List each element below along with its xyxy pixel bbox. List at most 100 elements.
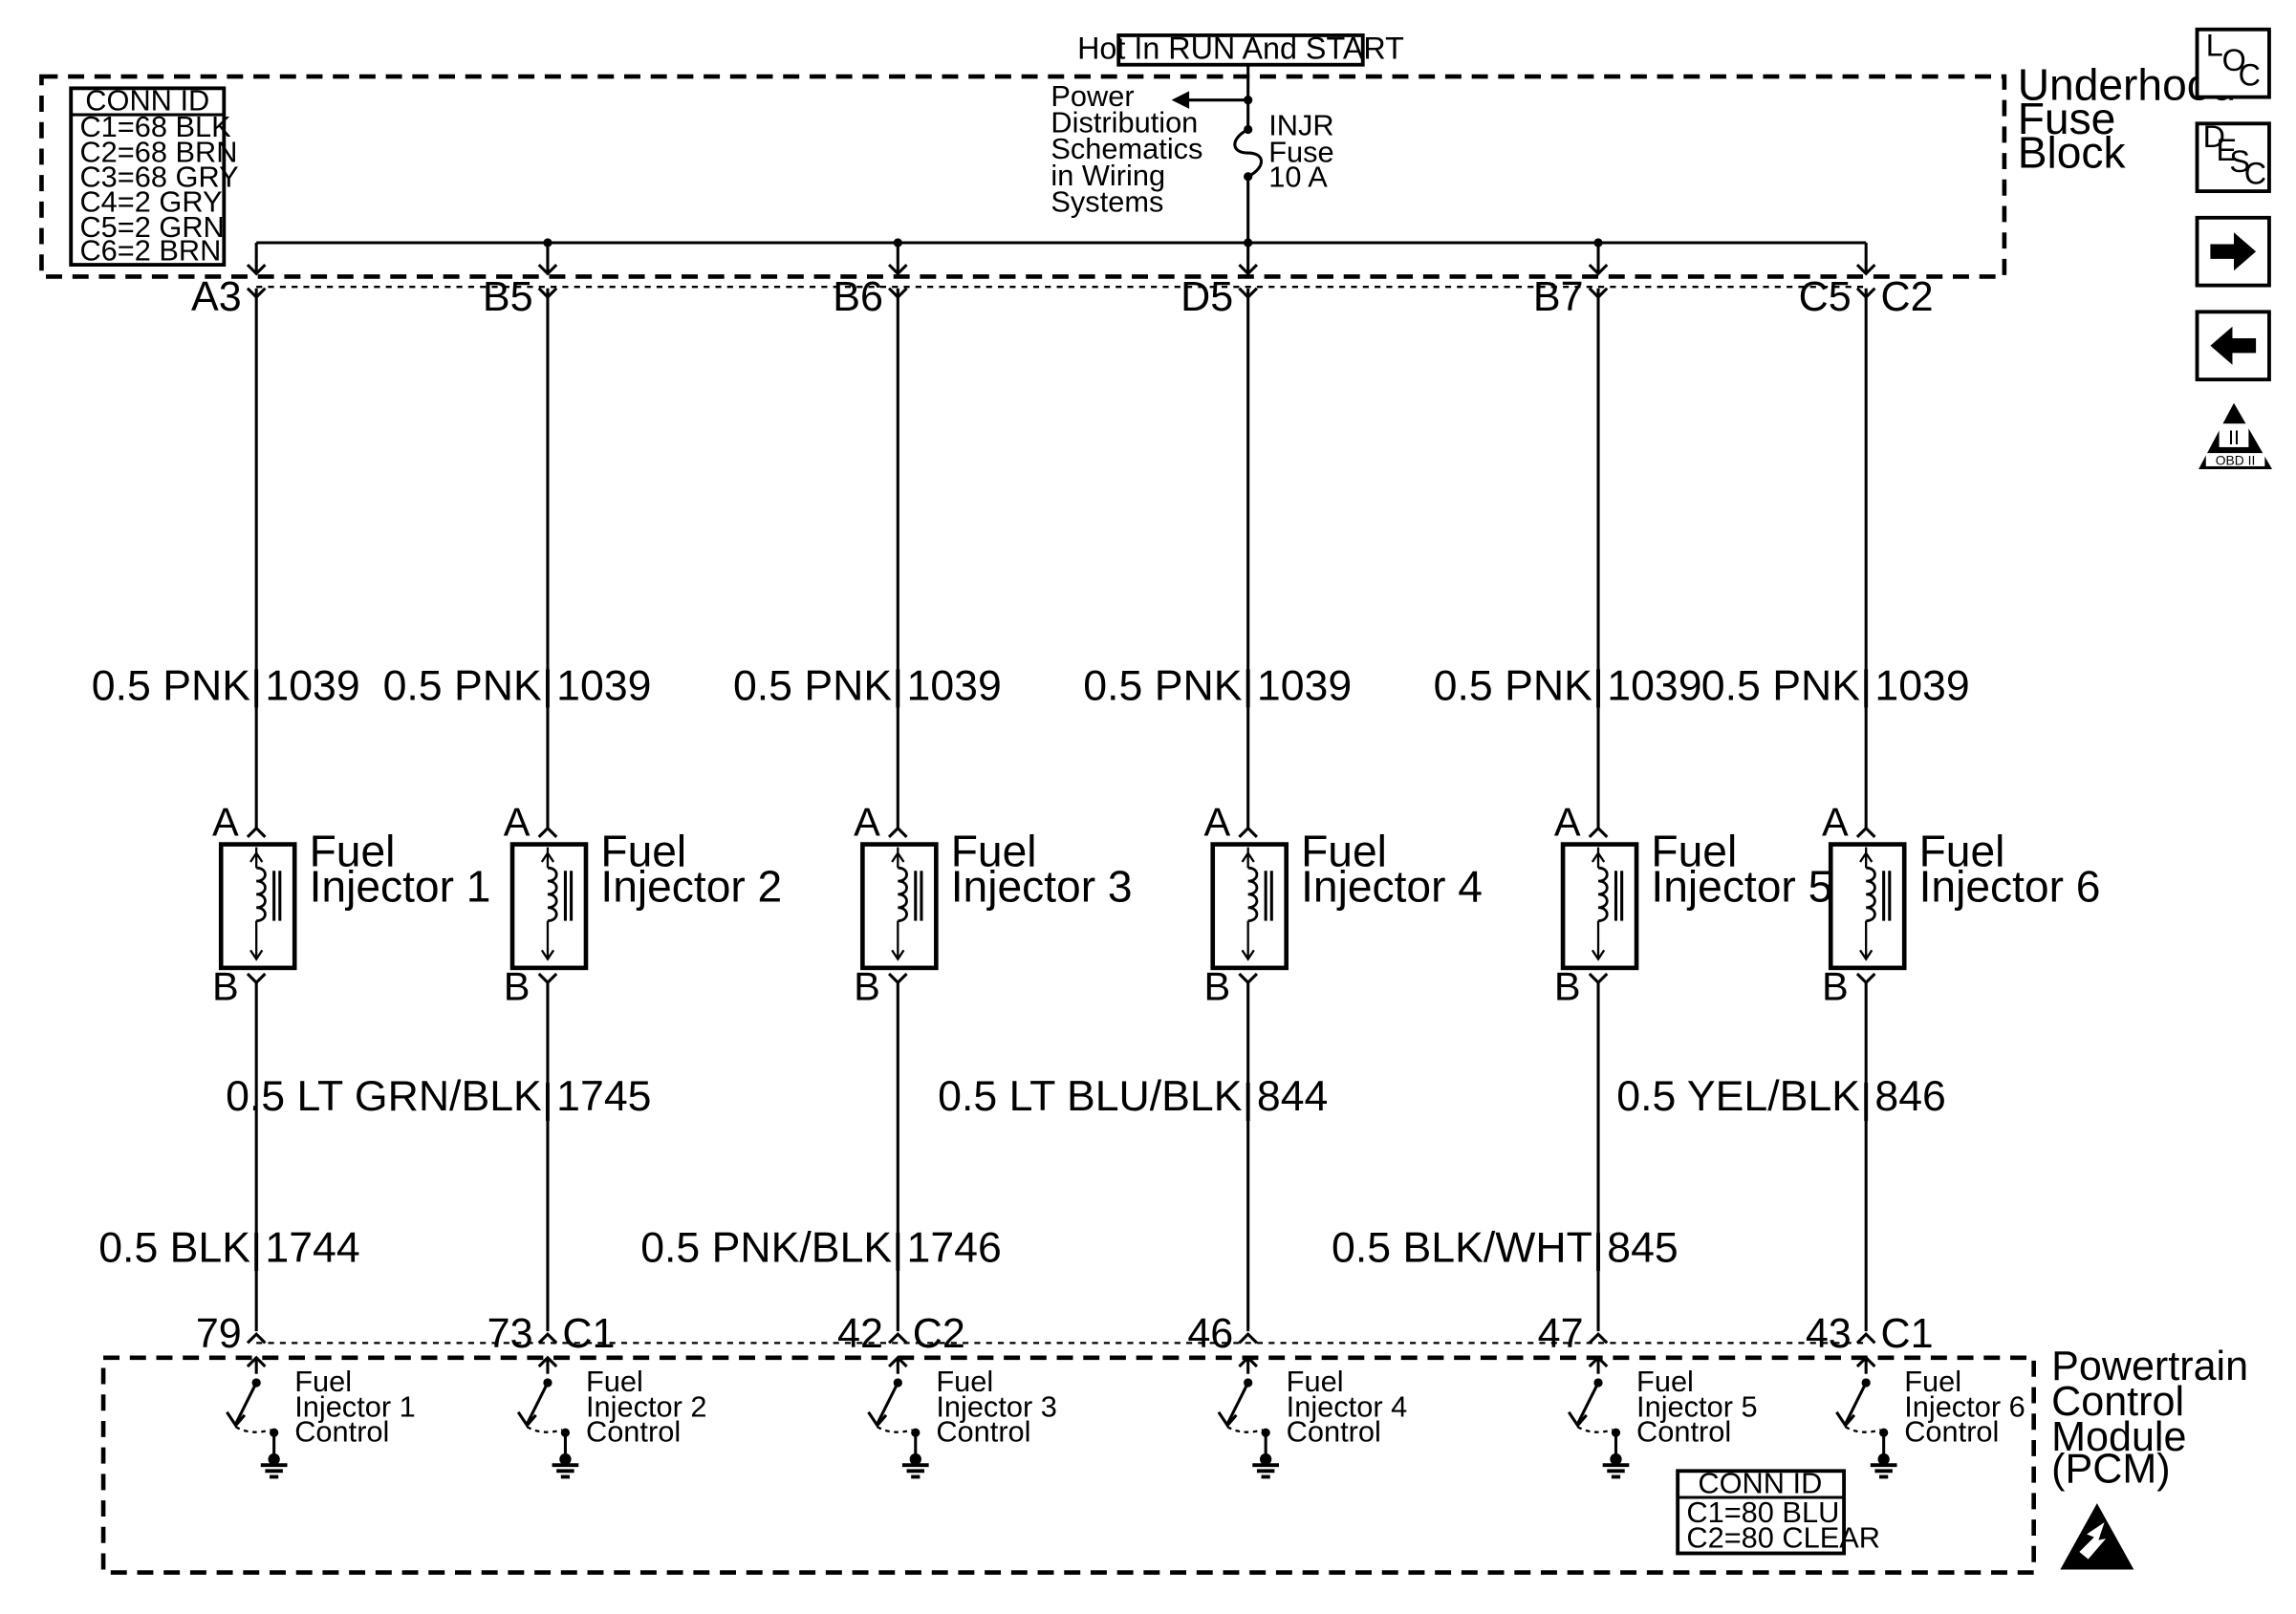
wire-color-label: 0.5 PNK <box>92 663 250 710</box>
ground-icon <box>268 1453 280 1466</box>
svg-text:(PCM): (PCM) <box>2051 1447 2170 1493</box>
fuse-block-pin-label: A3 <box>191 274 242 320</box>
injector-name-label: Injector 1 <box>310 862 491 912</box>
pcm-control-label: Control <box>1636 1415 1731 1449</box>
svg-text:Fuse: Fuse <box>2018 94 2116 143</box>
injector-pin-b-label: B <box>854 964 880 1009</box>
injector-pin-b-label: B <box>1822 964 1849 1009</box>
pcm-pin-label: 79 <box>196 1311 242 1357</box>
circuit-number-label: 1039 <box>556 663 651 710</box>
injector-name-label: Fuel <box>951 827 1037 876</box>
ground-icon <box>1610 1453 1622 1466</box>
pcm-control-label: Injector 3 <box>936 1389 1057 1423</box>
injector-pin-b-label: B <box>504 964 531 1009</box>
svg-text:C5=2 GRN: C5=2 GRN <box>79 210 224 244</box>
circuit-number-label: 1039 <box>1607 663 1701 710</box>
pcm-label: Powertrain Control Module (PCM) <box>2051 1344 2248 1493</box>
loc-icon[interactable]: L O C <box>2195 27 2271 99</box>
svg-text:C: C <box>2239 57 2261 92</box>
wire-color-label: 0.5 PNK <box>1434 663 1592 710</box>
injector-name-label: Injector 2 <box>600 862 782 912</box>
svg-text:Powertrain: Powertrain <box>2051 1344 2248 1389</box>
injector-coil <box>1247 866 1259 922</box>
fuse-block-pin-label: B7 <box>1533 274 1584 320</box>
wire-color-label: 0.5 BLK <box>98 1225 250 1272</box>
circuit-number-label: 1039 <box>1257 663 1352 710</box>
svg-text:Schematics: Schematics <box>1051 132 1202 165</box>
svg-text:O: O <box>2222 43 2246 77</box>
pcm-control-label: Injector 6 <box>1904 1389 2025 1423</box>
pcm-control-label: Fuel <box>1287 1365 1344 1398</box>
svg-text:Fuse: Fuse <box>1268 135 1333 168</box>
pcm-control-label: Injector 1 <box>294 1389 416 1423</box>
svg-text:CONN ID: CONN ID <box>1698 1466 1822 1499</box>
svg-text:D: D <box>2203 119 2225 154</box>
ground-icon <box>1877 1453 1890 1466</box>
injector-name-label: Fuel <box>310 827 396 876</box>
pcm-pin-label: 47 <box>1538 1311 1584 1357</box>
injector-name-label: Fuel <box>600 827 686 876</box>
pcm-control-label: Injector 2 <box>586 1389 707 1423</box>
wire-color-label: 0.5 BLK/WHT <box>1332 1225 1592 1272</box>
svg-text:C2=80 CLEAR: C2=80 CLEAR <box>1686 1520 1880 1554</box>
circuit-number-label: 1746 <box>907 1225 1002 1272</box>
svg-text:Distribution: Distribution <box>1051 106 1198 140</box>
fuse-symbol <box>1233 128 1264 179</box>
conn-id-table-bottom: CONN ID C1=80 BLU C2=80 CLEAR <box>1676 1466 1880 1556</box>
pcm-connector-label: C2 <box>913 1311 965 1357</box>
injector-name-label: Fuel <box>1301 827 1387 876</box>
conn-id-table-top: CONN ID C1=68 BLK C2=68 BRN C3=68 GRY C4… <box>69 83 239 267</box>
pcm-pin-label: 42 <box>837 1311 883 1357</box>
fuse-block-boundary <box>39 74 2007 279</box>
fuse-block-connector-label: C2 <box>1881 274 1934 320</box>
power-distribution-arrow <box>1171 91 1190 109</box>
injector-coil <box>1866 866 1876 922</box>
injr-fuse-label: INJR Fuse 10 A <box>1268 109 1333 194</box>
circuit-number-label: 1039 <box>907 663 1002 710</box>
fuel-injector-symbol <box>509 842 589 971</box>
pcm-control-label: Control <box>1287 1415 1381 1449</box>
svg-text:S: S <box>2229 144 2250 179</box>
svg-text:II: II <box>2228 425 2240 449</box>
next-page-arrow-icon[interactable] <box>2195 215 2271 288</box>
previous-page-arrow-icon[interactable] <box>2195 310 2271 382</box>
power-distribution-note: Power Distribution Schematics in Wiring … <box>1051 79 1202 219</box>
fuel-injector-symbol <box>1828 842 1907 971</box>
wire-color-label: 0.5 PNK <box>1083 663 1242 710</box>
svg-text:C: C <box>2244 156 2266 190</box>
circuit-number-label: 1039 <box>265 663 359 710</box>
circuit-number-label: 846 <box>1874 1073 1945 1120</box>
pcm-boundary <box>100 1355 2036 1575</box>
pcm-control-label: Fuel <box>586 1365 643 1398</box>
injector-name-label: Injector 5 <box>1651 862 1832 912</box>
injector-coil <box>898 866 908 922</box>
pcm-control-label: Control <box>586 1415 681 1449</box>
fuel-injector-symbol <box>1560 842 1639 971</box>
hot-label: Hot In RUN And START <box>1077 32 1404 66</box>
injector-pin-a-label: A <box>504 799 531 844</box>
svg-text:L: L <box>2206 28 2223 62</box>
injector-pin-a-label: A <box>1554 799 1581 844</box>
injector-pin-a-label: A <box>1203 799 1230 844</box>
injector-name-label: Injector 6 <box>1919 862 2101 912</box>
svg-text:C2=68 BRN: C2=68 BRN <box>79 135 237 168</box>
svg-text:INJR: INJR <box>1268 109 1333 142</box>
circuit-number-label: 844 <box>1257 1073 1328 1120</box>
wire-color-label: 0.5 YEL/BLK <box>1616 1073 1860 1120</box>
injector-name-label: Fuel <box>1651 827 1737 876</box>
pcm-connector-label: C1 <box>1881 1311 1934 1357</box>
wire-color-label: 0.5 LT GRN/BLK <box>226 1073 542 1120</box>
wire-color-label: 0.5 PNK <box>1701 663 1860 710</box>
fuse-block-pin-label: B6 <box>833 274 883 320</box>
svg-text:in Wiring: in Wiring <box>1051 159 1165 192</box>
fuse-block-pin-label: B5 <box>483 274 533 320</box>
pcm-control-label: Injector 4 <box>1287 1389 1408 1423</box>
desc-icon[interactable]: D E S C <box>2195 119 2271 194</box>
ground-icon <box>1259 1453 1272 1466</box>
wire-color-label: 0.5 PNK <box>383 663 542 710</box>
